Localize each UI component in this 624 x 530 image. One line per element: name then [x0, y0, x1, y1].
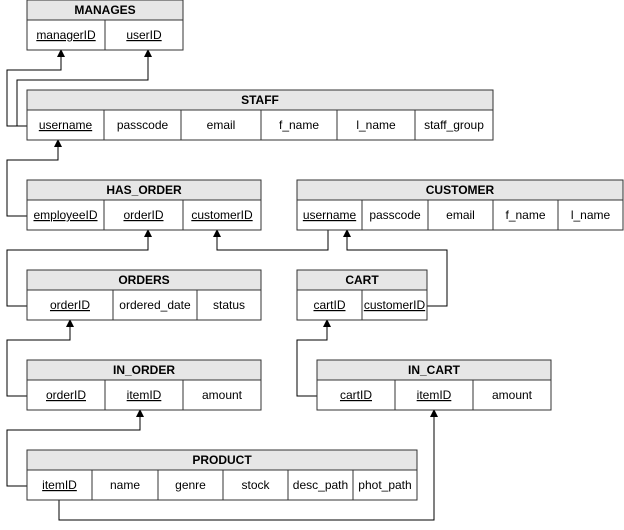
table-title: CART [345, 273, 379, 287]
table-title: PRODUCT [192, 453, 252, 467]
key-attribute: cartID [313, 298, 345, 312]
key-attribute: employeeID [33, 208, 97, 222]
attribute: name [110, 478, 140, 492]
table-orders: ORDERS orderID ordered_date status [26, 269, 262, 321]
attribute: stock [241, 478, 270, 492]
attribute: status [213, 298, 245, 312]
foreign-key-arrow [6, 49, 65, 127]
key-attribute: username [39, 118, 93, 132]
attribute: amount [202, 388, 243, 402]
key-attribute: itemID [42, 478, 77, 492]
table-header [296, 179, 624, 201]
foreign-key-arrow [213, 229, 329, 251]
foreign-key-arrow [58, 409, 438, 521]
key-attribute: username [303, 208, 357, 222]
table-in-order: IN_ORDER orderID itemID amount [26, 359, 262, 411]
table-title: ORDERS [118, 273, 169, 287]
table-title: IN_CART [408, 363, 461, 377]
table-header [26, 179, 262, 201]
key-attribute: orderID [50, 298, 90, 312]
attribute: staff_group [424, 118, 484, 132]
foreign-key-arrow [6, 229, 152, 307]
key-attribute: customerID [191, 208, 253, 222]
tables: MANAGES managerID userID STAFF username passc… [26, 0, 624, 501]
table-header [26, 89, 494, 111]
relationship-lines [6, 49, 448, 521]
attribute: email [446, 208, 475, 222]
key-attribute: customerID [364, 298, 426, 312]
table-title: CUSTOMER [426, 183, 495, 197]
table-product: PRODUCT itemID name genre stock desc_path phot… [26, 449, 418, 501]
key-attribute: itemID [127, 388, 162, 402]
table-body [26, 199, 262, 231]
table-header [26, 449, 418, 471]
foreign-key-arrow [6, 409, 144, 487]
foreign-key-arrow [6, 319, 74, 397]
foreign-key-arrow [16, 49, 152, 127]
table-body [26, 289, 262, 321]
table-title: STAFF [241, 93, 279, 107]
table-customer: CUSTOMER username passcode email f_name l_nam… [296, 179, 624, 231]
key-attribute: cartID [340, 388, 372, 402]
attribute: ordered_date [119, 298, 191, 312]
table-title: MANAGES [74, 3, 135, 17]
table-title: HAS_ORDER [106, 183, 182, 197]
table-has-order: HAS_ORDER employeeID orderID customerID [26, 179, 262, 231]
attribute: desc_path [293, 478, 348, 492]
foreign-key-arrow [6, 139, 62, 217]
table-header [26, 359, 262, 381]
key-attribute: orderID [123, 208, 163, 222]
key-attribute: itemID [417, 388, 452, 402]
attribute: f_name [279, 118, 319, 132]
attribute: l_name [356, 118, 396, 132]
attribute: amount [492, 388, 533, 402]
table-manages: MANAGES managerID userID [26, 0, 184, 51]
table-header [316, 359, 552, 381]
table-header [26, 269, 262, 291]
table-title: IN_ORDER [113, 363, 175, 377]
key-attribute: userID [126, 28, 162, 42]
table-body [26, 379, 262, 411]
attribute: passcode [369, 208, 421, 222]
attribute: genre [175, 478, 206, 492]
table-in-cart: IN_CART cartID itemID amount [316, 359, 552, 411]
attribute: f_name [505, 208, 545, 222]
attribute: passcode [117, 118, 169, 132]
table-body [296, 199, 624, 231]
table-staff: STAFF username passcode email f_name l_name st… [26, 89, 494, 141]
attribute: email [207, 118, 236, 132]
key-attribute: orderID [46, 388, 86, 402]
key-attribute: managerID [36, 28, 96, 42]
attribute: phot_path [358, 478, 411, 492]
attribute: l_name [571, 208, 611, 222]
foreign-key-arrow [343, 229, 448, 307]
foreign-key-arrow [296, 319, 331, 397]
table-body [316, 379, 552, 411]
